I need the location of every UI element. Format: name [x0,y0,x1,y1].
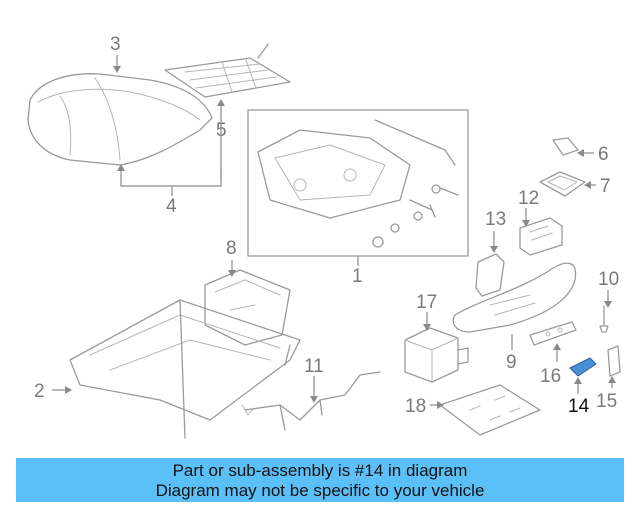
part-11-harness [241,371,381,431]
part-13-cover [475,253,505,297]
callout-4: 4 [166,196,177,217]
callout-17: 17 [416,292,437,313]
part-8-box [204,269,291,346]
part-3-seat-cushion [27,73,213,166]
callout-15: 15 [596,391,617,412]
callout-3: 3 [110,34,121,55]
part-5-heater-mat [164,43,291,98]
callout-8: 8 [226,238,237,259]
callout-18: 18 [405,396,426,417]
info-banner: Part or sub-assembly is #14 in diagram D… [16,458,624,502]
part-1-frame-box [247,109,469,257]
callout-10: 10 [598,269,619,290]
callout-6: 6 [598,144,609,165]
callout-11: 11 [304,356,324,377]
callout-9: 9 [506,352,517,373]
callout-14: 14 [568,396,590,417]
part-10-bolt [599,305,609,333]
banner-line-part: Part or sub-assembly is #14 in diagram [172,461,468,480]
callout-5: 5 [216,120,227,141]
part-15-cap [607,345,621,377]
part-6-clip [552,137,579,156]
part-12-switch [519,217,563,256]
part-1-seat-frame [257,119,459,248]
part-17-module [404,327,469,383]
banner-line-disclaimer: Diagram may not be specific to your vehi… [155,481,485,500]
part-7-bezel [539,171,586,197]
callout-2: 2 [34,381,45,402]
callout-13: 13 [485,209,506,230]
part-9-side-shield [452,262,577,333]
callout-7: 7 [600,176,611,197]
parts-diagram: 3 5 4 1 6 7 [27,34,621,439]
part-16-knob [529,321,577,346]
part-14-highlighted [569,357,597,377]
part-18-pad [439,384,541,436]
callout-16: 16 [540,366,561,387]
callout-12: 12 [518,188,539,209]
part-2-seat-track [69,299,301,439]
callout-1: 1 [352,266,363,287]
